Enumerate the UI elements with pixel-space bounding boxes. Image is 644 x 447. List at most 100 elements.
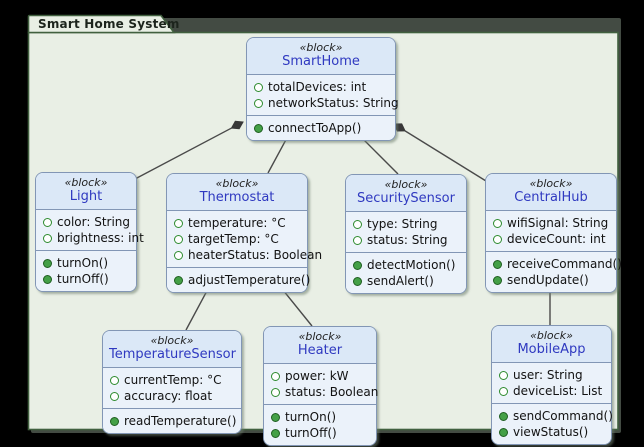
attribute-text: deviceCount: int	[507, 232, 606, 246]
operation-row: adjustTemperature()	[174, 272, 310, 288]
attribute-row: accuracy: float	[110, 388, 234, 404]
attribute-icon	[499, 370, 508, 380]
attributes-compartment: temperature: °C targetTemp: °C heaterSta…	[167, 211, 322, 267]
attribute-icon	[493, 234, 502, 244]
attribute-icon	[110, 391, 119, 401]
attribute-text: color: String	[57, 215, 131, 229]
attributes-compartment: color: String brightness: int	[36, 210, 144, 250]
block-stereotype: «block»	[64, 176, 108, 189]
attribute-text: status: Boolean	[285, 385, 379, 399]
attribute-icon	[254, 98, 263, 108]
operation-icon	[499, 411, 508, 421]
block-stereotype: «block»	[215, 177, 259, 190]
attribute-row: heaterStatus: Boolean	[174, 247, 322, 263]
attribute-icon	[493, 218, 502, 228]
attribute-text: currentTemp: °C	[124, 373, 222, 387]
operations-compartment: turnOn() turnOff()	[264, 404, 376, 445]
attribute-text: brightness: int	[57, 231, 144, 245]
operation-text: connectToApp()	[268, 121, 362, 135]
operation-text: viewStatus()	[513, 425, 589, 439]
attribute-text: status: String	[367, 233, 448, 247]
operation-icon	[43, 258, 52, 268]
attribute-icon	[174, 234, 183, 244]
attribute-text: temperature: °C	[188, 216, 286, 230]
operation-text: turnOn()	[57, 256, 109, 270]
attributes-compartment: wifiSignal: String deviceCount: int	[486, 211, 616, 251]
block-header: «block» TemperatureSensor	[103, 331, 241, 368]
attribute-icon	[353, 235, 362, 245]
attribute-row: power: kW	[271, 368, 369, 384]
operation-row: readTemperature()	[110, 413, 236, 429]
operation-text: turnOn()	[285, 410, 337, 424]
operation-icon	[271, 428, 280, 438]
attribute-text: deviceList: List	[513, 384, 603, 398]
block-header: «block» MobileApp	[492, 326, 611, 363]
block-securitysensor: «block» SecuritySensor type: String stat…	[345, 174, 467, 294]
operation-row: sendAlert()	[353, 273, 459, 289]
block-stereotype: «block»	[530, 329, 573, 342]
attribute-icon	[271, 387, 280, 397]
attribute-text: wifiSignal: String	[507, 216, 609, 230]
attribute-row: brightness: int	[43, 230, 144, 246]
operation-text: sendAlert()	[367, 274, 434, 288]
attribute-row: totalDevices: int	[254, 79, 388, 95]
operations-compartment: turnOn() turnOff()	[36, 250, 136, 291]
attribute-icon	[271, 371, 280, 381]
block-name: MobileApp	[517, 342, 586, 357]
operation-row: turnOn()	[271, 409, 369, 425]
block-stereotype: «block»	[384, 178, 428, 191]
attributes-compartment: user: String deviceList: List	[492, 363, 611, 403]
block-name: Light	[69, 189, 103, 204]
attributes-compartment: currentTemp: °C accuracy: float	[103, 368, 241, 408]
attribute-row: wifiSignal: String	[493, 215, 609, 231]
attribute-icon	[43, 217, 52, 227]
operation-icon	[493, 275, 502, 285]
composition-smarthome-light	[134, 120, 244, 180]
operation-icon	[110, 416, 119, 426]
block-name: Heater	[297, 343, 343, 358]
attributes-compartment: totalDevices: int networkStatus: String	[247, 75, 399, 115]
block-smarthome: «block» SmartHome totalDevices: int netw…	[246, 37, 399, 141]
block-name: TemperatureSensor	[109, 347, 236, 362]
package-title: Smart Home System	[38, 17, 180, 31]
operation-text: adjustTemperature()	[188, 273, 311, 287]
block-temperaturesensor: «block» TemperatureSensor currentTemp: °…	[102, 330, 242, 434]
operations-compartment: connectToApp()	[247, 115, 395, 140]
operation-row: connectToApp()	[254, 120, 388, 136]
operation-row: turnOff()	[43, 271, 129, 287]
operations-compartment: receiveCommand() sendUpdate()	[486, 251, 622, 292]
attribute-row: targetTemp: °C	[174, 231, 300, 247]
block-name: SmartHome	[282, 54, 360, 69]
attribute-row: currentTemp: °C	[110, 372, 234, 388]
attribute-row: status: Boolean	[271, 384, 378, 400]
block-light: «block» Light color: String brightness: …	[35, 172, 144, 292]
attribute-row: networkStatus: String	[254, 95, 399, 111]
attribute-text: targetTemp: °C	[188, 232, 279, 246]
attribute-row: user: String	[499, 367, 604, 383]
operation-icon	[499, 427, 508, 437]
operation-row: turnOn()	[43, 255, 129, 271]
operation-text: receiveCommand()	[507, 257, 622, 271]
block-heater: «block» Heater power: kW status: Boolean…	[263, 326, 378, 446]
block-header: «block» Light	[36, 173, 136, 210]
attribute-icon	[43, 233, 52, 243]
attribute-row: deviceCount: int	[493, 231, 609, 247]
attribute-row: status: String	[353, 232, 459, 248]
attribute-icon	[110, 375, 119, 385]
attributes-compartment: power: kW status: Boolean	[264, 364, 378, 404]
attribute-row: deviceList: List	[499, 383, 604, 399]
operation-icon	[174, 275, 183, 285]
operation-row: sendCommand()	[499, 408, 613, 424]
operations-compartment: readTemperature()	[103, 408, 241, 433]
block-stereotype: «block»	[299, 41, 343, 54]
block-stereotype: «block»	[529, 177, 573, 190]
attribute-text: type: String	[367, 217, 438, 231]
attribute-text: accuracy: float	[124, 389, 213, 403]
attribute-icon	[174, 218, 183, 228]
block-header: «block» SmartHome	[247, 38, 395, 75]
operations-compartment: sendCommand() viewStatus()	[492, 403, 613, 444]
operation-text: turnOff()	[57, 272, 109, 286]
attribute-text: user: String	[513, 368, 583, 382]
operation-text: turnOff()	[285, 426, 337, 440]
block-stereotype: «block»	[298, 330, 342, 343]
